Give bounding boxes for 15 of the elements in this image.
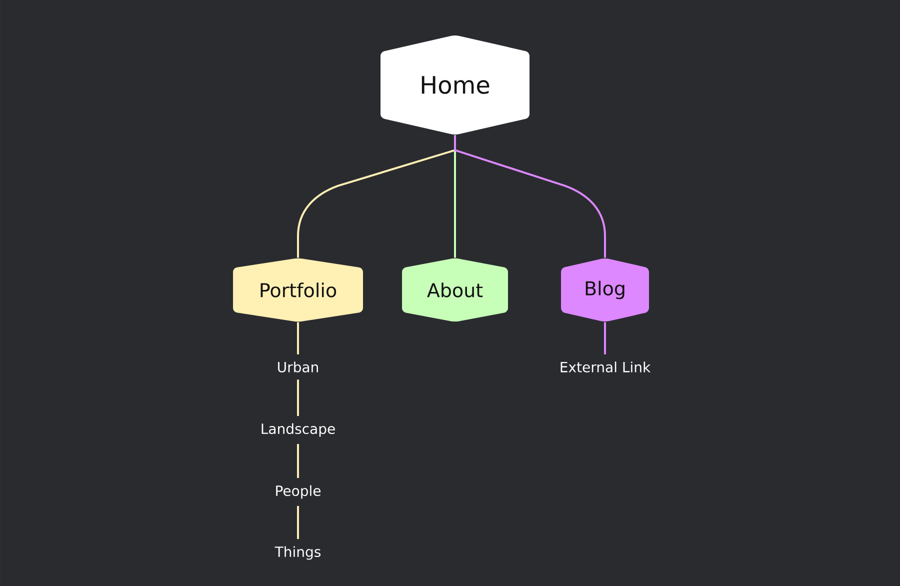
page-label: Urban — [278, 362, 318, 372]
connector-line — [297, 506, 299, 539]
connector-line — [297, 444, 299, 478]
page-label: People — [276, 485, 321, 499]
page-label: Landscape — [262, 423, 335, 437]
connector-line — [297, 322, 299, 354]
page-hexagon: Portfolio — [233, 258, 363, 322]
page-label: Things — [274, 546, 321, 560]
page-hexagon: About — [402, 258, 508, 322]
connector-line — [454, 135, 606, 258]
page-hexagon: Blog — [561, 258, 649, 322]
page-label: External Link — [560, 362, 651, 372]
page-hexagon: Home — [380, 36, 530, 134]
connector-line — [297, 380, 299, 416]
connector-line — [604, 322, 606, 354]
